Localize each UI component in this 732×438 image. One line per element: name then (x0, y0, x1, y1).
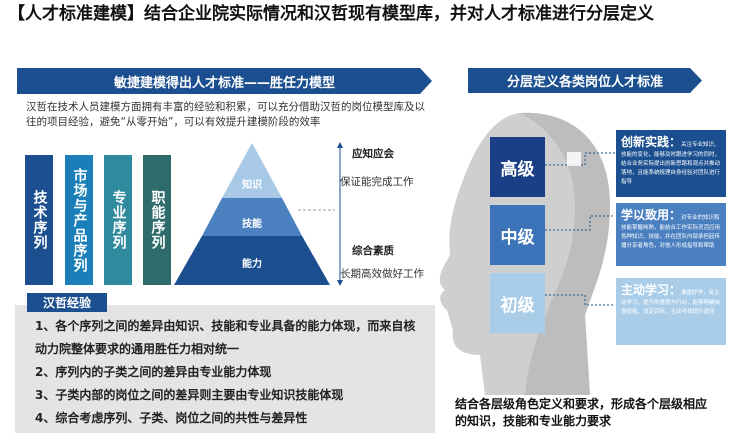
card-text: 关注专业知识、技能的变化，能够及时跟进学习的同时，结合业务实际提出创新思路和观点… (621, 142, 721, 185)
pyramid-ability (174, 236, 330, 285)
level-senior: 高级 (490, 137, 545, 197)
card-innovation: 创新实践：关注专业知识、技能的变化，能够及时跟进学习的同时，结合业务实际提出创新… (616, 130, 726, 197)
level-junior: 初级 (490, 273, 545, 333)
pyramid-skill (202, 198, 302, 236)
connector-lines (545, 152, 615, 306)
experience-label: 汉哲经验 (27, 293, 107, 312)
axis-top-desc: 保证能完成工作 (340, 176, 414, 188)
axis-top-title: 应知应会 (352, 148, 394, 160)
card-learn: 主动学习：谦虚好学，有主动学习、提升的意愿与行动，能够明确自身短板，设定目标，主… (616, 278, 726, 345)
card-text: 对专业的知识和技能掌握纯熟，能结合工作实际灵活应用各种知识、技能，并在团队内部承… (621, 215, 721, 249)
column-professional: 专业序列 (104, 155, 132, 285)
level-standard-banner: 分层定义各类岗位人才标准 (468, 68, 702, 93)
axis-arrow (298, 142, 343, 286)
summary-text: 结合各层级角色定义和要求，形成各个层级相应的知识，技能和专业能力要求 (455, 397, 708, 428)
experience-item: 3、子类内部的岗位之间的差异则主要由专业知识技能体现 (35, 388, 344, 402)
grid-icon (567, 152, 581, 166)
experience-item: 1、各个序列之间的差异由知识、技能和专业具备的能力体现，而来自核动力院整体要求的… (35, 319, 416, 356)
axis-bottom-desc: 长期高效做好工作 (340, 268, 424, 280)
card-title: 学以致用： (621, 208, 682, 222)
competency-model-banner: 敏捷建模得出人才标准——胜任力模型 (17, 68, 432, 94)
experience-item: 2、序列内的子类之间的差异由专业能力体现 (35, 365, 272, 379)
level-middle: 中级 (490, 205, 545, 265)
card-text: 谦虚好学，有主动学习、提升的意愿与行动，能够明确自身短板，设定目标，主动寻找提升… (621, 290, 721, 315)
experience-box: 1、各个序列之间的差异由知识、技能和专业具备的能力体现，而来自核动力院整体要求的… (15, 305, 435, 433)
competency-pyramid (174, 143, 330, 285)
pyramid-label-knowledge: 知识 (242, 180, 262, 191)
column-tech: 技术序列 (25, 155, 53, 285)
pyramid-label-skill: 技能 (242, 219, 262, 230)
pyramid-label-ability: 能力 (242, 259, 262, 270)
pyramid-knowledge (222, 143, 282, 198)
experience-item: 4、综合考虑序列、子类、岗位之间的共性与差异性 (35, 411, 308, 425)
card-apply: 学以致用：对专业的知识和技能掌握纯熟，能结合工作实际灵活应用各种知识、技能，并在… (616, 203, 726, 266)
column-market: 市场与产品序列 (65, 155, 93, 285)
card-title: 创新实践： (621, 135, 682, 149)
column-function: 职能序列 (143, 155, 171, 285)
card-title: 主动学习： (621, 283, 682, 297)
axis-bottom-title: 综合素质 (352, 245, 394, 257)
page-title: 【人才标准建模】结合企业院实际情况和汉哲现有模型库，并对人才标准进行分层定义 (8, 4, 654, 24)
intro-text: 汉哲在技术人员建模方面拥有丰富的经验和积累，可以充分借助汉哲的岗位模型库及以往的… (26, 101, 425, 128)
